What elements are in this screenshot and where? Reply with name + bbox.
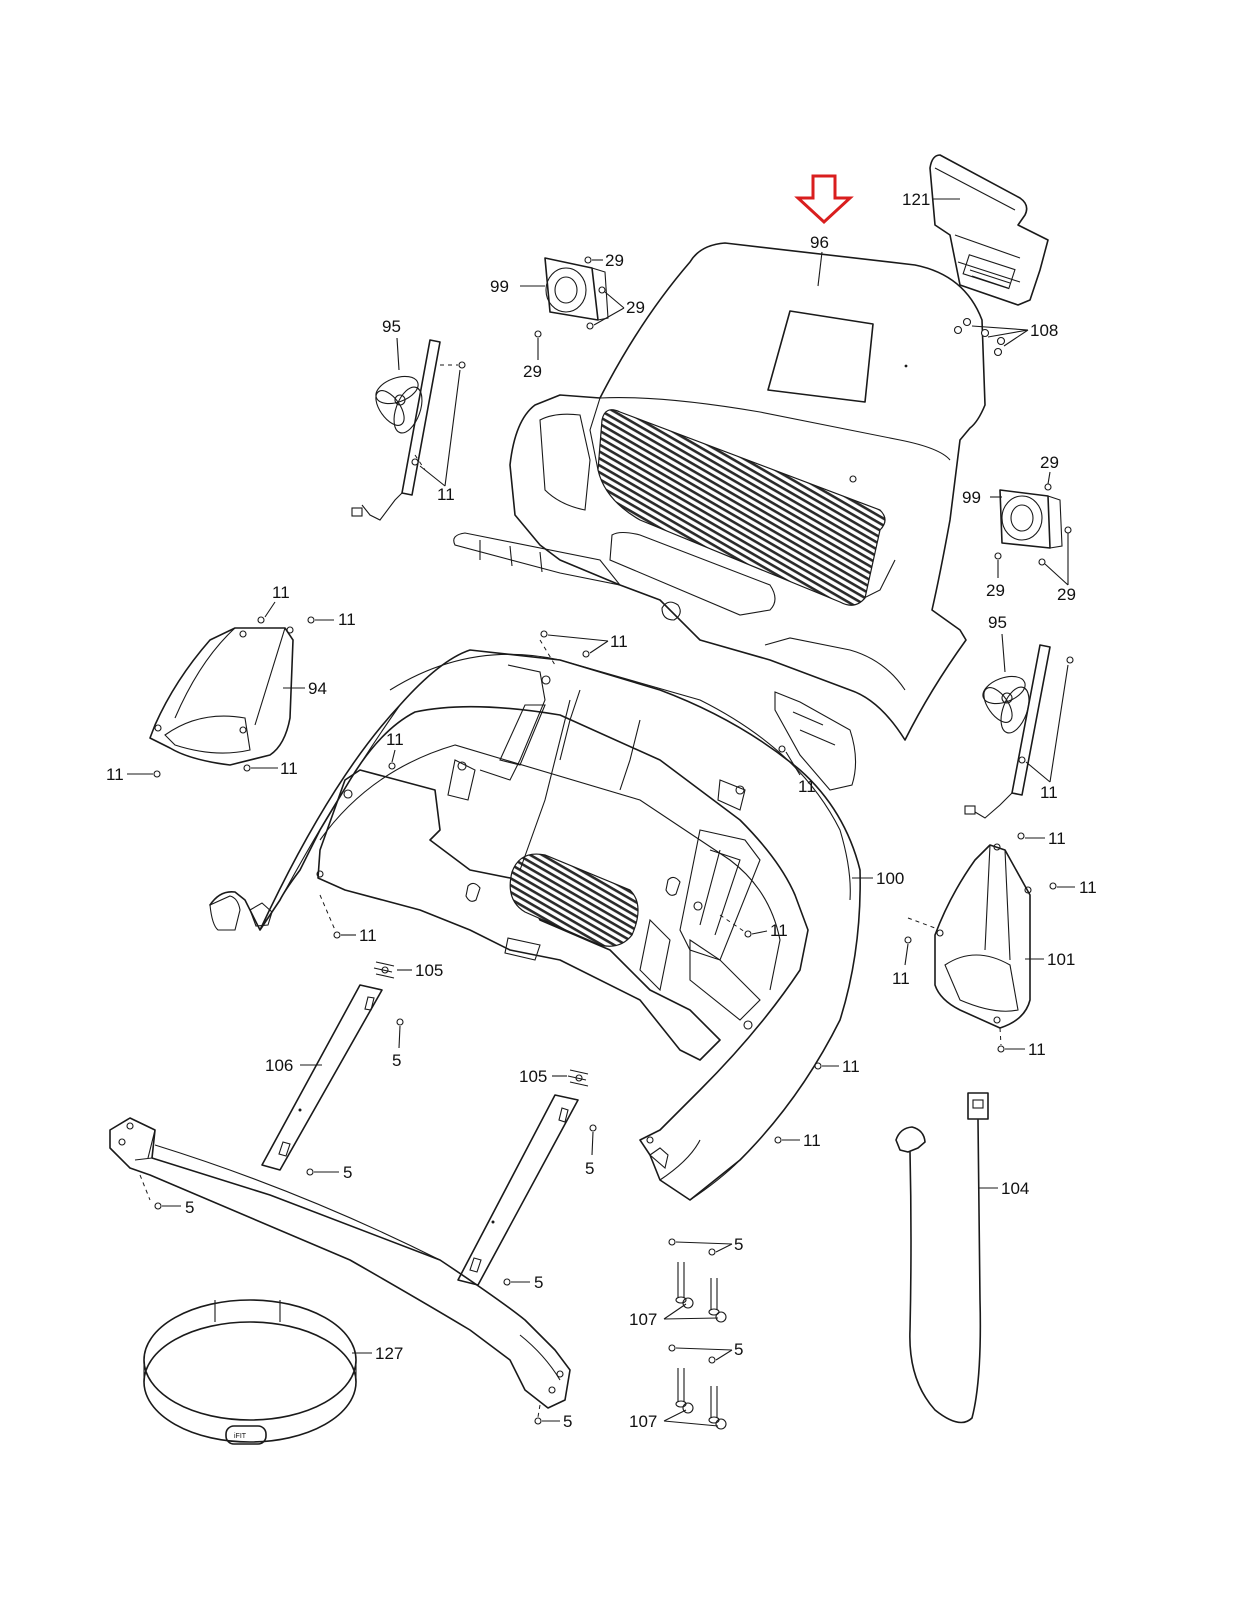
speaker-99-right — [999, 489, 1063, 549]
speaker-99-left — [544, 257, 609, 321]
label-11-d: 11 — [338, 610, 356, 629]
label-11-l: 11 — [1048, 829, 1066, 848]
fasteners-107-b — [668, 1344, 727, 1430]
label-11-e: 11 — [106, 765, 124, 784]
label-99-right: 99 — [962, 488, 981, 507]
label-29-c: 29 — [523, 362, 542, 381]
label-5-b: 5 — [585, 1159, 594, 1178]
label-107-b: 107 — [629, 1412, 657, 1431]
label-5-c: 5 — [343, 1163, 352, 1182]
label-11-m: 11 — [1079, 878, 1097, 897]
label-96: 96 — [810, 233, 829, 252]
label-29-b: 29 — [626, 298, 645, 317]
screws-108 — [953, 317, 1006, 357]
label-100: 100 — [876, 869, 904, 888]
label-11-c: 11 — [272, 583, 290, 602]
label-11-n: 11 — [892, 969, 910, 988]
label-29-f: 29 — [1057, 585, 1076, 604]
tray-101 — [934, 843, 1032, 1029]
console-face-96 — [453, 242, 986, 791]
console-base-100 — [209, 649, 861, 1201]
label-5-f: 5 — [734, 1235, 743, 1254]
highlight-arrow-icon — [794, 174, 854, 225]
label-121: 121 — [902, 190, 930, 209]
label-11-b: 11 — [1040, 783, 1058, 802]
tray-94 — [149, 626, 294, 766]
label-95-left: 95 — [382, 317, 401, 336]
clips-105-a — [373, 961, 395, 979]
label-127: 127 — [375, 1344, 403, 1363]
fasteners-107-a — [668, 1238, 727, 1323]
bracket-106-b — [457, 1094, 579, 1286]
part-121 — [929, 154, 1049, 306]
label-107-a: 107 — [629, 1310, 657, 1329]
label-11-h: 11 — [386, 730, 404, 749]
label-95-right: 95 — [988, 613, 1007, 632]
label-29-e: 29 — [986, 581, 1005, 600]
label-94: 94 — [308, 679, 327, 698]
label-5-h: 5 — [563, 1412, 572, 1431]
label-11-g: 11 — [610, 632, 628, 651]
label-5-e: 5 — [534, 1273, 543, 1292]
label-105-b: 105 — [519, 1067, 547, 1086]
safety-key-104 — [895, 1092, 989, 1424]
clips-105-b — [567, 1069, 589, 1087]
label-5-a: 5 — [392, 1051, 401, 1070]
bracket-106 — [261, 984, 383, 1171]
label-99-left: 99 — [490, 277, 509, 296]
label-11-a: 11 — [437, 485, 455, 504]
label-101: 101 — [1047, 950, 1075, 969]
label-5-g: 5 — [734, 1340, 743, 1359]
label-11-p: 11 — [842, 1057, 860, 1076]
label-108: 108 — [1030, 321, 1058, 340]
label-11-k: 11 — [770, 921, 788, 940]
label-29-a: 29 — [605, 251, 624, 270]
label-11-j: 11 — [359, 926, 377, 945]
fan-95-left — [351, 339, 441, 521]
chest-strap-127: iFIT — [143, 1299, 357, 1445]
fan-95-right — [964, 644, 1051, 819]
label-106: 106 — [265, 1056, 293, 1075]
label-29-d: 29 — [1040, 453, 1059, 472]
label-5-d: 5 — [185, 1198, 194, 1217]
label-11-f: 11 — [280, 759, 298, 778]
strap-logo: iFIT — [234, 1433, 247, 1440]
label-104: 104 — [1001, 1179, 1029, 1198]
label-11-i: 11 — [798, 777, 816, 796]
label-105-a: 105 — [415, 961, 443, 980]
label-11-q: 11 — [803, 1131, 821, 1150]
label-11-o: 11 — [1028, 1040, 1046, 1059]
crossbar-frame — [109, 1117, 571, 1409]
